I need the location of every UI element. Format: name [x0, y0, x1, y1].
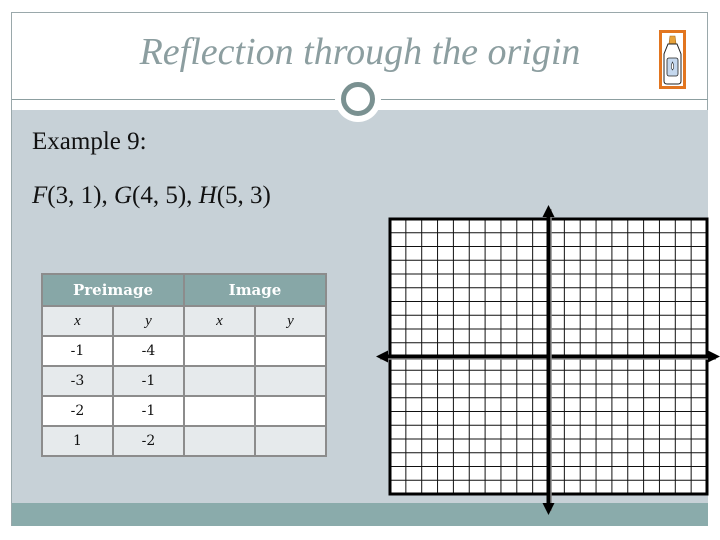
column-label: y — [112, 305, 185, 337]
point-coords: (3, 1) — [47, 182, 102, 209]
divider-ring-icon — [341, 82, 375, 116]
glue-bottle-icon — [659, 30, 686, 89]
column-label: y — [254, 305, 327, 337]
example-label: Example 9: — [32, 128, 147, 155]
point-coords: (5, 3) — [216, 182, 271, 209]
cell: -1 — [41, 335, 114, 367]
point-coords: (4, 5) — [132, 182, 187, 209]
footer-bar — [12, 503, 708, 526]
table-row: 1 -2 — [41, 425, 327, 457]
separator: , — [186, 182, 199, 209]
cell: 1 — [41, 425, 114, 457]
cell[interactable] — [254, 395, 327, 427]
table-row: -1 -4 — [41, 335, 327, 367]
cell[interactable] — [183, 335, 256, 367]
cell[interactable] — [183, 395, 256, 427]
cell[interactable] — [183, 425, 256, 457]
point-name: F — [32, 182, 48, 209]
given-points: F(3, 1), G(4, 5), H(5, 3) — [32, 182, 271, 210]
column-label: x — [183, 305, 256, 337]
cell[interactable] — [254, 425, 327, 457]
title-divider-left — [12, 99, 342, 100]
point-name: H — [198, 182, 217, 209]
coordinate-table: Preimage Image x y x y -1 -4 -3 -1 -2 -1… — [41, 273, 327, 457]
cell: -3 — [41, 365, 114, 397]
column-label: x — [41, 305, 114, 337]
slide-title: Reflection through the origin — [139, 31, 581, 73]
image-header: Image — [183, 273, 327, 307]
title-divider-right — [375, 99, 708, 100]
cell: -1 — [112, 395, 185, 427]
point-name: G — [113, 182, 132, 209]
cell: -1 — [112, 365, 185, 397]
cell[interactable] — [183, 365, 256, 397]
coordinate-grid[interactable] — [376, 205, 720, 515]
table-row: -3 -1 — [41, 365, 327, 397]
cell[interactable] — [254, 365, 327, 397]
cell: -4 — [112, 335, 185, 367]
preimage-header: Preimage — [41, 273, 185, 307]
cell[interactable] — [254, 335, 327, 367]
cell: -2 — [112, 425, 185, 457]
table-row: -2 -1 — [41, 395, 327, 427]
cell: -2 — [41, 395, 114, 427]
separator: , — [101, 182, 114, 209]
